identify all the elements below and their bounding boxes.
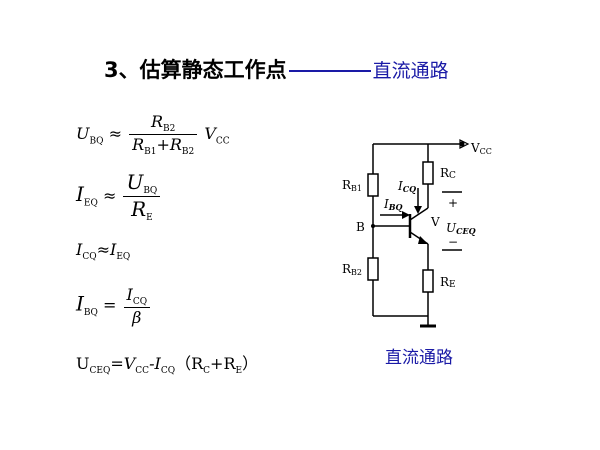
rb1-resistor <box>367 173 379 197</box>
emitter-arrowhead <box>418 236 428 244</box>
icq-part: -I <box>149 354 161 373</box>
uceq-subscript: CEQ <box>89 366 111 377</box>
vcc-node <box>459 141 465 147</box>
re-part: +R <box>210 354 236 373</box>
re-label: RE <box>440 275 456 290</box>
approx-sign: ≈ <box>102 186 117 206</box>
icq-subscript: CQ <box>82 252 97 263</box>
base-label: B <box>356 220 365 234</box>
uceq-label: UCEQ <box>446 221 476 236</box>
uceq-plus: + <box>448 196 458 210</box>
ibq-subscript: BQ <box>83 307 98 318</box>
formula-uceq: UCEQ=VCC-ICQ（RC+RE） <box>76 350 258 376</box>
ieq-symbol: I <box>76 182 84 207</box>
heading-rule <box>288 70 371 72</box>
ieq-subscript: EQ <box>83 198 98 209</box>
ubq-num-symbol: U <box>126 170 144 194</box>
vcc-subscript: CC <box>135 366 150 377</box>
re-symbol: R <box>131 197 147 222</box>
collector-lead <box>409 207 429 221</box>
rb1-symbol: R <box>132 135 145 155</box>
plus-sign: + <box>156 135 170 155</box>
formula-ubq: UBQ ≈ RB2 RB1+RB2 VCC <box>76 112 230 157</box>
rc-subscript: C <box>203 366 211 377</box>
rb1-label: RB1 <box>342 178 362 193</box>
rc-label: RC <box>440 166 456 181</box>
ibq-symbol: I <box>76 291 84 316</box>
heading-number: 3、 <box>104 58 140 82</box>
equals-sign: = <box>103 295 117 315</box>
icq-num-symbol: I <box>126 285 133 304</box>
icq-subscript: CQ <box>160 366 176 377</box>
icq-label: ICQ <box>397 179 416 194</box>
rb2-subscript-den: B2 <box>181 147 195 158</box>
circuit-caption: 直流通路 <box>385 348 453 368</box>
ubq-symbol: U <box>76 124 90 144</box>
uceq-minus: − <box>448 235 458 249</box>
rb2-resistor <box>367 257 379 281</box>
ibq-label: IBQ <box>383 197 403 212</box>
ieq-rhs-subscript: EQ <box>116 252 131 263</box>
rb2-symbol: R <box>150 112 164 131</box>
ieq-rhs-symbol: I <box>110 240 117 259</box>
re-subscript: E <box>146 213 153 224</box>
formula-ieq: IEQ ≈ UBQ RE <box>76 170 162 223</box>
icq-arrowhead <box>414 206 422 214</box>
re-subscript: E <box>235 366 243 377</box>
icq-num-subscript: CQ <box>132 297 148 308</box>
vcc-part: =V <box>110 354 136 373</box>
uceq-symbol: U <box>76 354 90 373</box>
formula-ibq: IBQ = ICQ β <box>76 285 152 327</box>
heading-title: 估算静态工作点 <box>139 58 287 82</box>
rb1-subscript: B1 <box>144 147 157 158</box>
formula-icq: ICQ≈IEQ <box>76 240 130 262</box>
approx-sign: ≈ <box>108 124 122 144</box>
re-resistor <box>422 269 434 293</box>
ibq-arrowhead <box>402 211 410 219</box>
beta-symbol: β <box>132 308 142 328</box>
rc-resistor <box>422 161 434 185</box>
section-heading: 3、估算静态工作点 直流通路 <box>104 54 449 84</box>
rb2-subscript: B2 <box>163 124 176 135</box>
icq-symbol: I <box>76 240 83 259</box>
base-node <box>371 224 375 228</box>
rb2-label: RB2 <box>342 262 362 277</box>
transistor-label: V <box>430 215 440 229</box>
rb2-symbol-den: R <box>169 135 182 155</box>
ibq-fraction: ICQ β <box>123 285 151 328</box>
approx-sign: ≈ <box>96 240 110 259</box>
vcc-label: VCC <box>470 141 492 156</box>
ubq-num-subscript: BQ <box>143 186 158 197</box>
ieq-fraction: UBQ RE <box>123 170 161 224</box>
ubq-fraction: RB2 RB1+RB2 <box>129 112 198 158</box>
rc-part: （R <box>175 354 204 373</box>
paren-close: ） <box>242 354 259 373</box>
heading-subtitle: 直流通路 <box>372 60 449 82</box>
vcc-subscript: CC <box>215 136 230 147</box>
vcc-symbol: V <box>204 124 216 144</box>
ubq-subscript: BQ <box>89 136 104 147</box>
